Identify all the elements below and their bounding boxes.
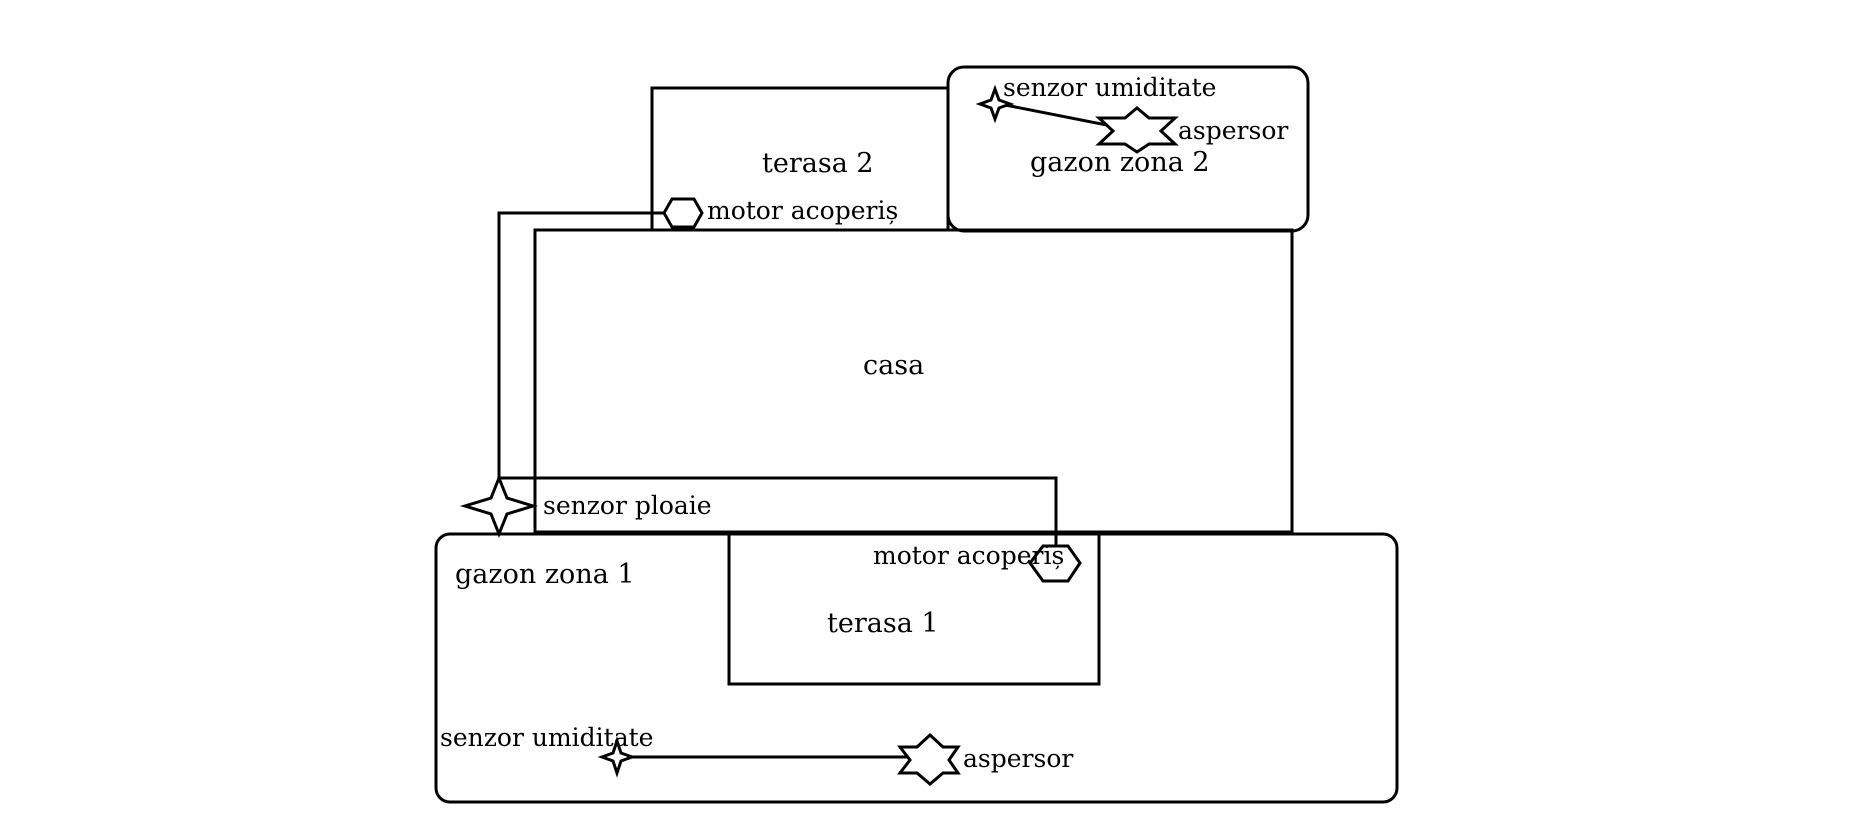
label-gazon-zona-1: gazon zona 1 — [455, 559, 635, 590]
six-point-star-icon — [1095, 106, 1179, 154]
label-casa: casa — [863, 350, 924, 381]
four-point-star-icon — [597, 736, 637, 778]
terasa-1-area — [727, 532, 1101, 686]
label-motor-acoperis-2: motor acoperiș — [707, 196, 898, 225]
label-senzor-umiditate-1: senzor umiditate — [440, 723, 653, 752]
label-motor-acoperis-1: motor acoperiș — [873, 541, 1064, 570]
label-senzor-ploaie: senzor ploaie — [543, 491, 712, 520]
six-point-star-icon — [896, 732, 961, 786]
wire-rain-sensor-to-motor-1 — [499, 476, 1058, 548]
four-point-star-icon — [975, 84, 1015, 124]
casa-area — [533, 228, 1294, 534]
hexagon-icon — [662, 197, 704, 229]
label-terasa-2: terasa 2 — [762, 148, 874, 179]
label-gazon-zona-2: gazon zona 2 — [1030, 147, 1210, 178]
label-senzor-umiditate-2: senzor umiditate — [1003, 73, 1216, 102]
label-aspersor-1: aspersor — [963, 744, 1073, 773]
hexagon-icon — [1028, 544, 1082, 583]
wire-rain-sensor-to-motor-2 — [497, 211, 664, 497]
four-point-star-icon — [459, 473, 539, 539]
label-terasa-1: terasa 1 — [827, 608, 939, 639]
label-aspersor-2: aspersor — [1178, 116, 1288, 145]
